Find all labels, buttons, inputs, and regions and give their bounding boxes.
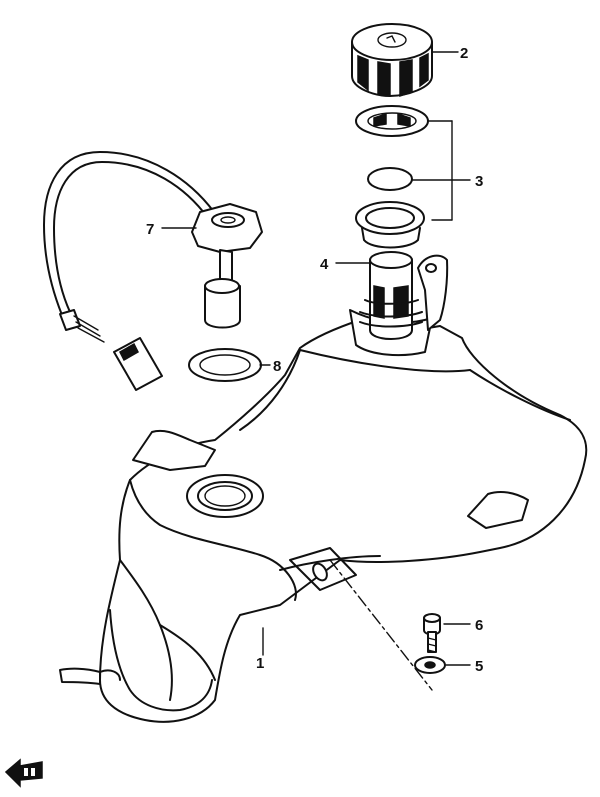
assembly-center-line — [329, 559, 433, 691]
callout-4: 4 — [320, 256, 329, 273]
callout-3: 3 — [475, 173, 483, 190]
fuel-sender-unit — [43, 151, 263, 391]
gasket-set — [355, 105, 471, 249]
callout-6: 6 — [475, 617, 483, 634]
callouts: 1 2 3 4 5 6 7 8 — [146, 45, 483, 675]
callout-7: 7 — [146, 221, 154, 238]
sender-gasket — [188, 348, 271, 382]
callout-5: 5 — [475, 658, 483, 675]
callout-8: 8 — [273, 358, 281, 375]
front-arrow-icon — [4, 758, 43, 788]
fuel-cap — [351, 23, 459, 98]
filler-neck-strainer — [335, 251, 423, 340]
washer — [414, 656, 471, 674]
callout-1: 1 — [256, 655, 264, 672]
callout-2: 2 — [460, 45, 468, 62]
fuel-tank-body — [59, 254, 588, 723]
mounting-bolt — [423, 613, 471, 653]
